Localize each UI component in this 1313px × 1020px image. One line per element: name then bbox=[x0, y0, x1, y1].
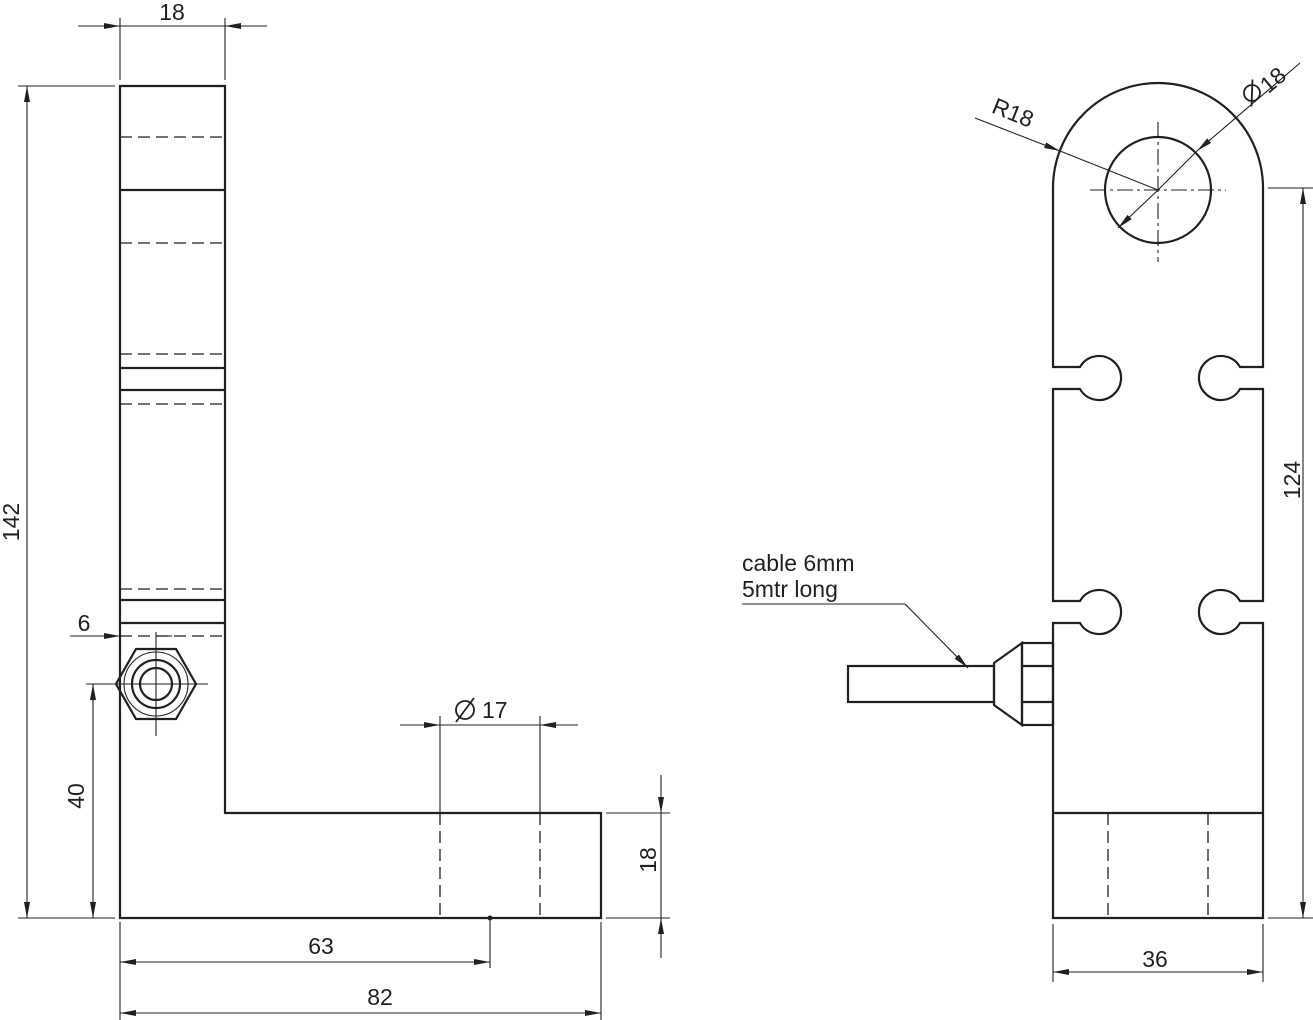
cable-icon bbox=[846, 640, 1055, 728]
dim-top-width-label: 18 bbox=[159, 0, 185, 25]
eye-segment-outline bbox=[1051, 81, 1265, 920]
dim-length-82-label: 82 bbox=[367, 984, 393, 1010]
diameter-symbol-icon bbox=[1243, 79, 1261, 107]
dim-height-40: 40 bbox=[63, 683, 148, 918]
dim-length-63: 63 bbox=[119, 915, 493, 1020]
dim-base-thickness: 18 bbox=[606, 775, 670, 958]
diameter-symbol-icon bbox=[455, 697, 475, 723]
cable-note-line2: 5mtr long bbox=[742, 576, 838, 602]
cable-note-line1: cable 6mm bbox=[742, 550, 854, 576]
l-bracket-outline bbox=[118, 84, 603, 920]
dim-total-height-label: 142 bbox=[0, 503, 24, 541]
dim-offset-6: 6 bbox=[70, 610, 172, 639]
dim-base-thickness-label: 18 bbox=[635, 847, 661, 873]
dim-side-height-label: 124 bbox=[1279, 461, 1305, 500]
dim-length-63-label: 63 bbox=[308, 933, 334, 959]
dim-radius: R18 bbox=[974, 93, 1159, 191]
front-view: 18 142 6 40 17 bbox=[0, 0, 670, 1020]
dim-hole-diameter: 17 bbox=[400, 697, 578, 813]
cable-note: cable 6mm 5mtr long bbox=[742, 550, 969, 669]
dim-total-height: 142 bbox=[0, 85, 115, 919]
dim-top-width: 18 bbox=[78, 0, 267, 80]
dim-height-40-label: 40 bbox=[63, 783, 89, 809]
side-view: cable 6mm 5mtr long R18 18 bbox=[742, 62, 1313, 982]
dim-offset-6-label: 6 bbox=[78, 610, 91, 636]
dim-side-height: 124 bbox=[1268, 187, 1313, 919]
dim-hole-diameter-label: 17 bbox=[482, 697, 508, 723]
dim-length-82: 82 bbox=[120, 922, 602, 1020]
dim-side-width: 36 bbox=[1052, 924, 1264, 982]
dim-side-width-label: 36 bbox=[1142, 946, 1168, 972]
